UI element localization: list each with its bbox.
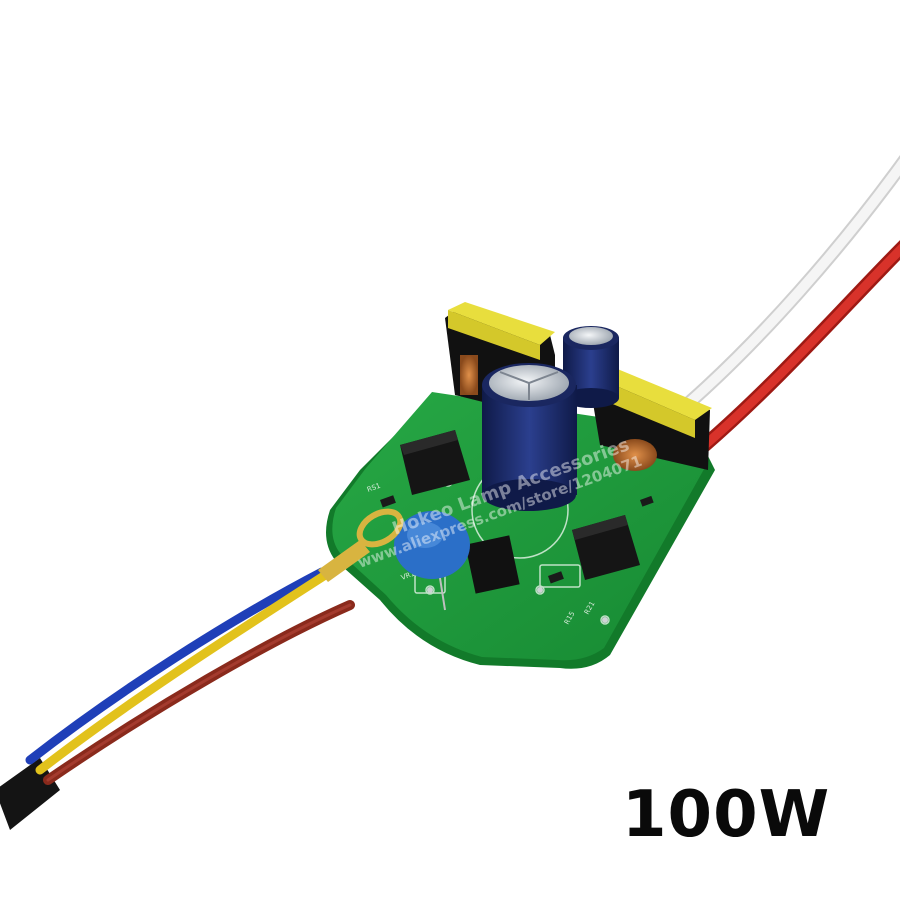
output-wires: [683, 155, 900, 452]
ic-chip-icon: [400, 430, 470, 495]
electrolytic-capacitor-icon: [482, 363, 577, 511]
ic-chip-icon: [572, 515, 640, 580]
transformer-icon: [590, 368, 712, 471]
wire-red: [700, 243, 900, 450]
ring-terminal-icon: [318, 508, 404, 582]
input-cable: [0, 567, 355, 830]
mosfet-block: [465, 535, 520, 594]
power-rating-label: 100W: [622, 778, 831, 852]
wire-white: [685, 158, 900, 407]
safety-capacitor: [394, 511, 470, 611]
